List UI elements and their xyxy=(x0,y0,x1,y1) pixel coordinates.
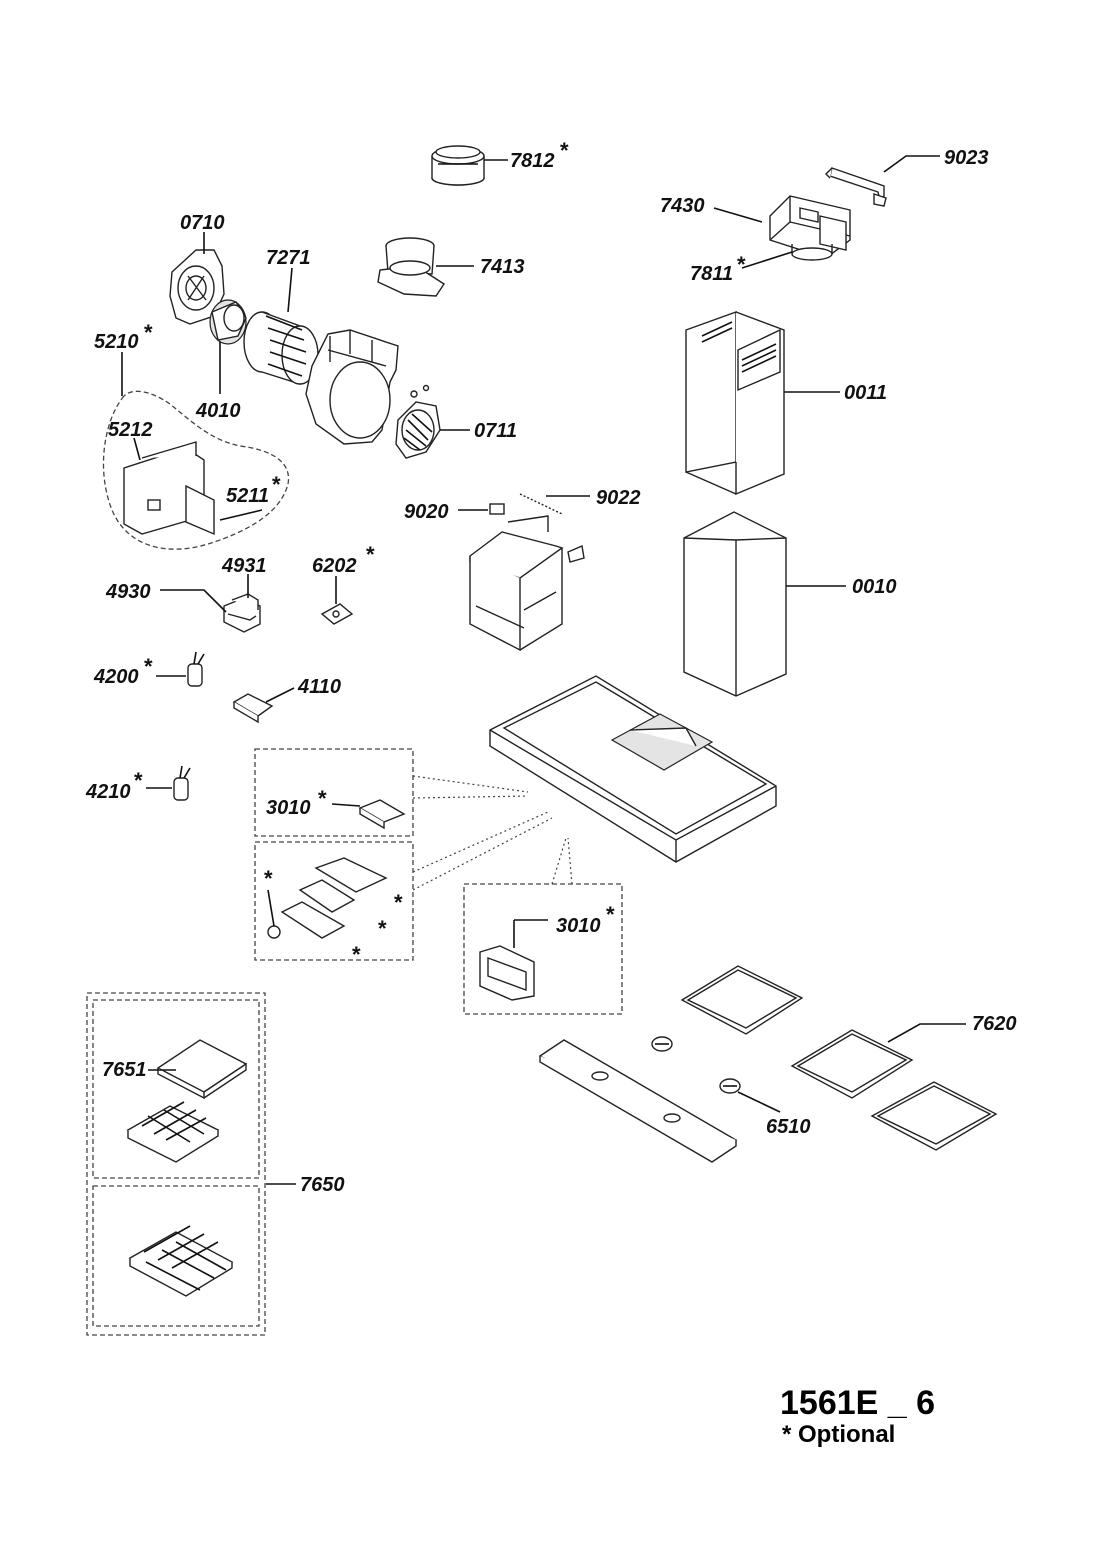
part-9023-bracket xyxy=(825,167,887,207)
part-6202-bracket xyxy=(320,603,354,625)
leader-lines xyxy=(121,155,966,1185)
callout-3010-lower xyxy=(463,837,623,1015)
label-0010: 0010 xyxy=(852,576,897,598)
part-labels: 7812 * 9023 7430 7811 * 0710 7271 7413 5… xyxy=(85,138,1017,1196)
part-0710-motor-plate xyxy=(169,249,225,325)
part-0010-lower-chimney xyxy=(683,511,787,697)
label-4010: 4010 xyxy=(195,400,241,422)
part-7430-air-diverter xyxy=(769,195,851,261)
label-5211: 5211 xyxy=(226,485,269,507)
optional-mark-light-cover: * xyxy=(394,890,403,915)
label-5210: 5210 xyxy=(94,331,139,353)
label-0711: 0711 xyxy=(474,420,517,442)
part-7812-duct-collar xyxy=(431,145,485,186)
part-0011-upper-chimney xyxy=(685,311,785,496)
optional-mark-3010-upper: * xyxy=(318,786,327,811)
part-9020-motor-mount xyxy=(469,493,585,652)
label-4200: 4200 xyxy=(93,666,139,688)
label-7413: 7413 xyxy=(480,256,525,278)
label-5212: 5212 xyxy=(108,419,153,441)
blower-housing xyxy=(305,329,430,445)
label-7620: 7620 xyxy=(972,1013,1017,1035)
optional-mark-knob: * xyxy=(264,866,273,891)
optional-mark-7811: * xyxy=(737,252,746,277)
label-9023: 9023 xyxy=(944,147,989,169)
label-6510: 6510 xyxy=(766,1116,811,1138)
label-7812: 7812 xyxy=(510,150,555,172)
label-0011: 0011 xyxy=(844,382,887,404)
label-7650: 7650 xyxy=(300,1174,345,1196)
label-7811: 7811 xyxy=(690,263,733,285)
callout-3010-upper xyxy=(254,748,529,837)
optional-legend: * Optional xyxy=(782,1421,895,1448)
optional-mark-4200: * xyxy=(144,654,153,679)
label-0710: 0710 xyxy=(180,212,225,234)
optional-mark-7812: * xyxy=(560,138,569,163)
part-6510-lamps xyxy=(651,1036,741,1094)
optional-mark-5210: * xyxy=(144,320,153,345)
label-9020: 9020 xyxy=(404,501,449,523)
label-4930: 4930 xyxy=(105,581,151,603)
label-3010-upper: 3010 xyxy=(266,797,311,819)
label-4210: 4210 xyxy=(85,781,131,803)
part-4200-capacitor xyxy=(187,651,205,687)
optional-mark-4210: * xyxy=(134,768,143,793)
optional-mark-6202: * xyxy=(366,542,375,567)
part-4930-switch xyxy=(223,593,261,633)
part-4010-motor xyxy=(209,299,247,394)
front-panel-strip xyxy=(538,1039,738,1163)
part-0711-inlet-grille xyxy=(395,401,441,459)
part-7650-carbon-filter-set xyxy=(86,992,266,1336)
label-9022: 9022 xyxy=(596,487,641,509)
part-4210-capacitor xyxy=(173,765,191,801)
label-4110: 4110 xyxy=(297,676,341,698)
optional-mark-light-base: * xyxy=(352,942,361,967)
hood-canopy xyxy=(489,675,777,863)
part-5210-control-module xyxy=(102,390,290,550)
callout-lighting-kit xyxy=(254,811,553,961)
label-7271: 7271 xyxy=(266,247,311,269)
document-code: 1561E _ 6 xyxy=(780,1384,935,1422)
label-6202: 6202 xyxy=(312,555,357,577)
optional-mark-5211: * xyxy=(272,472,281,497)
optional-mark-3010-lower: * xyxy=(606,902,615,927)
part-7271-blower-wheel xyxy=(243,311,319,385)
label-4931: 4931 xyxy=(221,555,267,577)
label-3010-lower: 3010 xyxy=(556,915,601,937)
part-4110-component xyxy=(232,693,274,724)
part-7413-outlet-flange xyxy=(377,237,445,297)
label-7651: 7651 xyxy=(102,1059,147,1081)
label-7430: 7430 xyxy=(660,195,705,217)
optional-mark-light-bar: * xyxy=(378,916,387,941)
part-7620-grease-filters xyxy=(680,965,998,1151)
